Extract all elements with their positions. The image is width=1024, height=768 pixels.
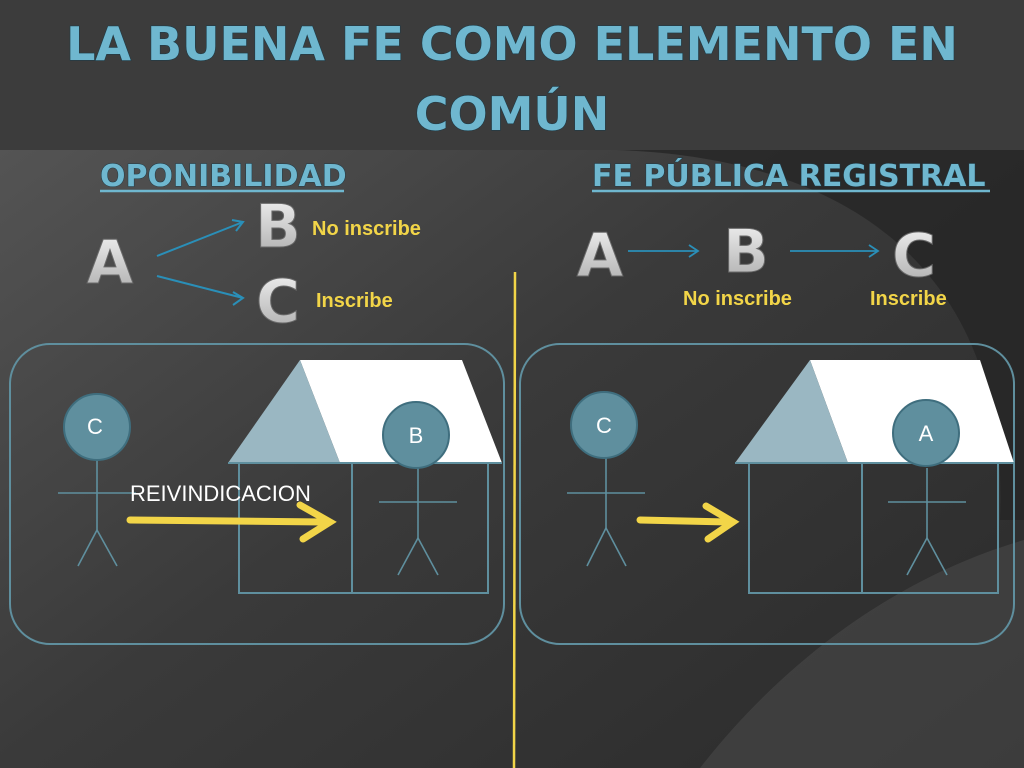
background-swoosh-lower: [700, 540, 1024, 768]
left-letter-a: A: [87, 228, 134, 298]
arrowhead-a-to-b-right: [688, 244, 700, 258]
left-label-inscribe: Inscribe: [316, 290, 393, 312]
left-label-no-inscribe: No inscribe: [312, 218, 421, 240]
heading-oponibilidad: OPONIBILIDAD: [100, 159, 347, 194]
right-house-gable: [735, 360, 848, 463]
right-letter-c: C: [892, 221, 936, 291]
left-letter-b: B: [255, 192, 301, 262]
left-person-b: [379, 468, 457, 576]
slide-title-line-2: COMÚN: [415, 87, 610, 141]
left-house-gable: [228, 360, 340, 463]
right-scene-frame: [519, 343, 1015, 645]
left-person-b-head: [382, 401, 450, 469]
left-branch-arrows: [156, 219, 245, 306]
right-person-a-label: A: [919, 421, 934, 446]
left-house-walls: [238, 462, 489, 594]
right-person-c: [567, 458, 645, 567]
arrowhead-a-to-b: [231, 219, 245, 232]
left-person-c-head: [63, 393, 131, 461]
right-person-c-label: C: [596, 413, 612, 438]
yellow-divider: [512, 271, 517, 768]
right-letter-b: B: [723, 217, 769, 287]
heading-fe-publica-registral: FE PÚBLICA REGISTRAL: [592, 157, 986, 194]
right-person-a: [888, 468, 966, 576]
slide-title-line-1: LA BUENA FE COMO ELEMENTO EN: [66, 17, 958, 71]
left-house: [228, 360, 502, 594]
right-label-no-inscribe: No inscribe: [683, 288, 792, 310]
arrowhead-a-to-c: [232, 291, 245, 306]
reivindicacion-arrow: [126, 501, 337, 543]
reivindicacion-label: REIVINDICACION: [130, 481, 311, 506]
right-label-inscribe: Inscribe: [870, 288, 947, 310]
left-person-c: [58, 460, 136, 567]
arrow-a-to-b: [156, 221, 244, 257]
right-chain-arrows: [628, 244, 880, 258]
left-person-c-label: C: [87, 414, 103, 439]
left-scene-frame: [9, 343, 505, 645]
title-band: [0, 0, 1024, 150]
left-person-b-label: B: [409, 423, 424, 448]
left-letter-c: C: [256, 267, 300, 337]
arrow-a-to-c: [156, 275, 244, 299]
background-swoosh: [560, 149, 1024, 521]
right-letter-a: A: [577, 221, 624, 291]
right-house-walls: [748, 462, 999, 594]
right-person-c-head: [570, 391, 638, 459]
right-person-a-head: [892, 399, 960, 467]
arrowhead-b-to-c-right: [868, 244, 880, 258]
right-yellow-arrow: [636, 502, 740, 543]
